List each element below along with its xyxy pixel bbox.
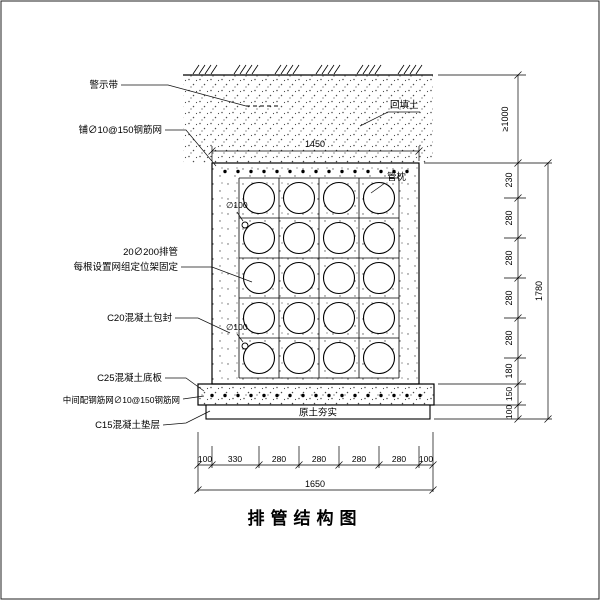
dim-bottom-seg: 280 [312, 454, 326, 464]
pipe-pillow-label: 管枕 [387, 171, 407, 183]
dim-ticks-outer [194, 486, 437, 494]
leader-phi100-upper [236, 211, 244, 222]
pipe-circle [242, 341, 276, 375]
ground-surface [183, 64, 433, 76]
dim-right-seg: 100 [504, 405, 514, 419]
mid-mesh-label: 中间配钢筋网∅10@150钢筋网 [63, 395, 180, 405]
pipe-circle [242, 301, 276, 335]
dim-top-width-value: 1450 [305, 139, 325, 149]
pipe-circle [362, 341, 396, 375]
positioning-grid [238, 177, 400, 379]
pipe-circle [282, 341, 316, 375]
pipe-circle [322, 221, 356, 255]
dim-bottom-seg: 280 [392, 454, 406, 464]
pipe-circle [282, 221, 316, 255]
cushion-layer: 原土夯实 [205, 404, 431, 420]
leader-c15 [162, 410, 211, 426]
dim-ticks [514, 71, 522, 423]
leader-lines [121, 84, 420, 426]
leader-mid-mesh [182, 395, 205, 400]
dim-right-seg: 180 [504, 363, 514, 378]
dim-ext-lines [424, 74, 552, 420]
soil-hatch [356, 64, 382, 75]
dim-right-seg: 280 [504, 250, 514, 265]
pipe-circle [242, 221, 276, 255]
pipe-circle [282, 301, 316, 335]
pipe-circle [322, 301, 356, 335]
phi100-lower-label: ∅100 [226, 322, 248, 332]
dim-ext-lines [211, 146, 420, 161]
dim-bottom-seg: 330 [228, 454, 242, 464]
rebar-mesh-top-dots [219, 169, 414, 175]
dim-right-seg: 280 [504, 210, 514, 225]
c15-label: C15混凝土垫层 [95, 419, 160, 431]
warning-tape-label: 警示带 [89, 79, 118, 91]
pipe-circle [362, 261, 396, 295]
c20-label: C20混凝土包封 [107, 312, 172, 324]
phi100-upper-label: ∅100 [226, 200, 248, 210]
pipe-circle [282, 181, 316, 215]
dim-bottom-seg: 100 [198, 454, 212, 464]
duct-bank [211, 162, 420, 385]
dim-bottom-seg: 280 [352, 454, 366, 464]
dim-right [424, 71, 552, 423]
dim-backfill-depth: ≥1000 [500, 107, 510, 132]
dim-right-seg: 150 [504, 387, 514, 401]
spacer-circle-upper [241, 221, 249, 229]
dim-right-total: 1780 [534, 281, 544, 301]
leader-c25 [165, 377, 205, 392]
pipe-circle [322, 341, 356, 375]
pipes-spec-label: 20∅200排管 [123, 246, 178, 258]
left-labels: 警示带 铺∅10@150钢筋网 ∅100 20∅200排管 每根设置网组定位架固… [63, 79, 248, 431]
pipes-note-label: 每根设置网组定位架固定 [73, 261, 178, 273]
backfill-texture [183, 75, 433, 163]
dim-right-seg: 280 [504, 330, 514, 345]
top-mesh-label: 铺∅10@150钢筋网 [78, 124, 162, 136]
dim-bottom-seg: 280 [272, 454, 286, 464]
dim-ext-lines [197, 432, 434, 492]
soil-hatch [233, 64, 259, 75]
dim-right-seg: 230 [504, 172, 514, 187]
pipe-circle [322, 181, 356, 215]
dim-bottom [194, 432, 437, 494]
leader-warning-tape [121, 84, 247, 107]
leader-phi100-lower [236, 333, 244, 343]
pipe-circle [362, 301, 396, 335]
leader-pipes [181, 266, 253, 283]
backfill-label: 回填土 [390, 99, 419, 111]
pipe-circle [242, 261, 276, 295]
dim-bottom-total: 1650 [305, 479, 325, 489]
right-labels: 回填土 管枕 [387, 99, 419, 183]
base-slab [197, 383, 435, 406]
leader-pipe-pillow [370, 182, 386, 194]
dim-right-seg: 280 [504, 290, 514, 305]
c25-label: C25混凝土底板 [97, 372, 162, 384]
dim-ticks [194, 461, 437, 469]
dim-bottom-seg: 100 [419, 454, 433, 464]
cushion-rect [205, 404, 431, 420]
soil-hatch [397, 64, 423, 75]
soil-hatch [274, 64, 300, 75]
soil-hatch [192, 64, 218, 75]
pipe-circle [242, 181, 276, 215]
leader-backfill [359, 111, 420, 127]
compacted-soil-label: 原土夯实 [299, 407, 337, 419]
drawing-title: 排管结构图 [248, 508, 363, 528]
pipe-circle [322, 261, 356, 295]
pipe-circle [362, 221, 396, 255]
pipe-circle [362, 181, 396, 215]
soil-hatch [315, 64, 341, 75]
slab-rebar-dots [204, 392, 430, 398]
dim-ticks-outer [544, 159, 552, 423]
leader-top-mesh [165, 129, 217, 167]
spacer-circle-lower [241, 342, 249, 350]
dim-top-width [208, 146, 423, 161]
pipe-circle [282, 261, 316, 295]
leader-c20 [175, 317, 231, 334]
dim-ticks [208, 147, 423, 155]
